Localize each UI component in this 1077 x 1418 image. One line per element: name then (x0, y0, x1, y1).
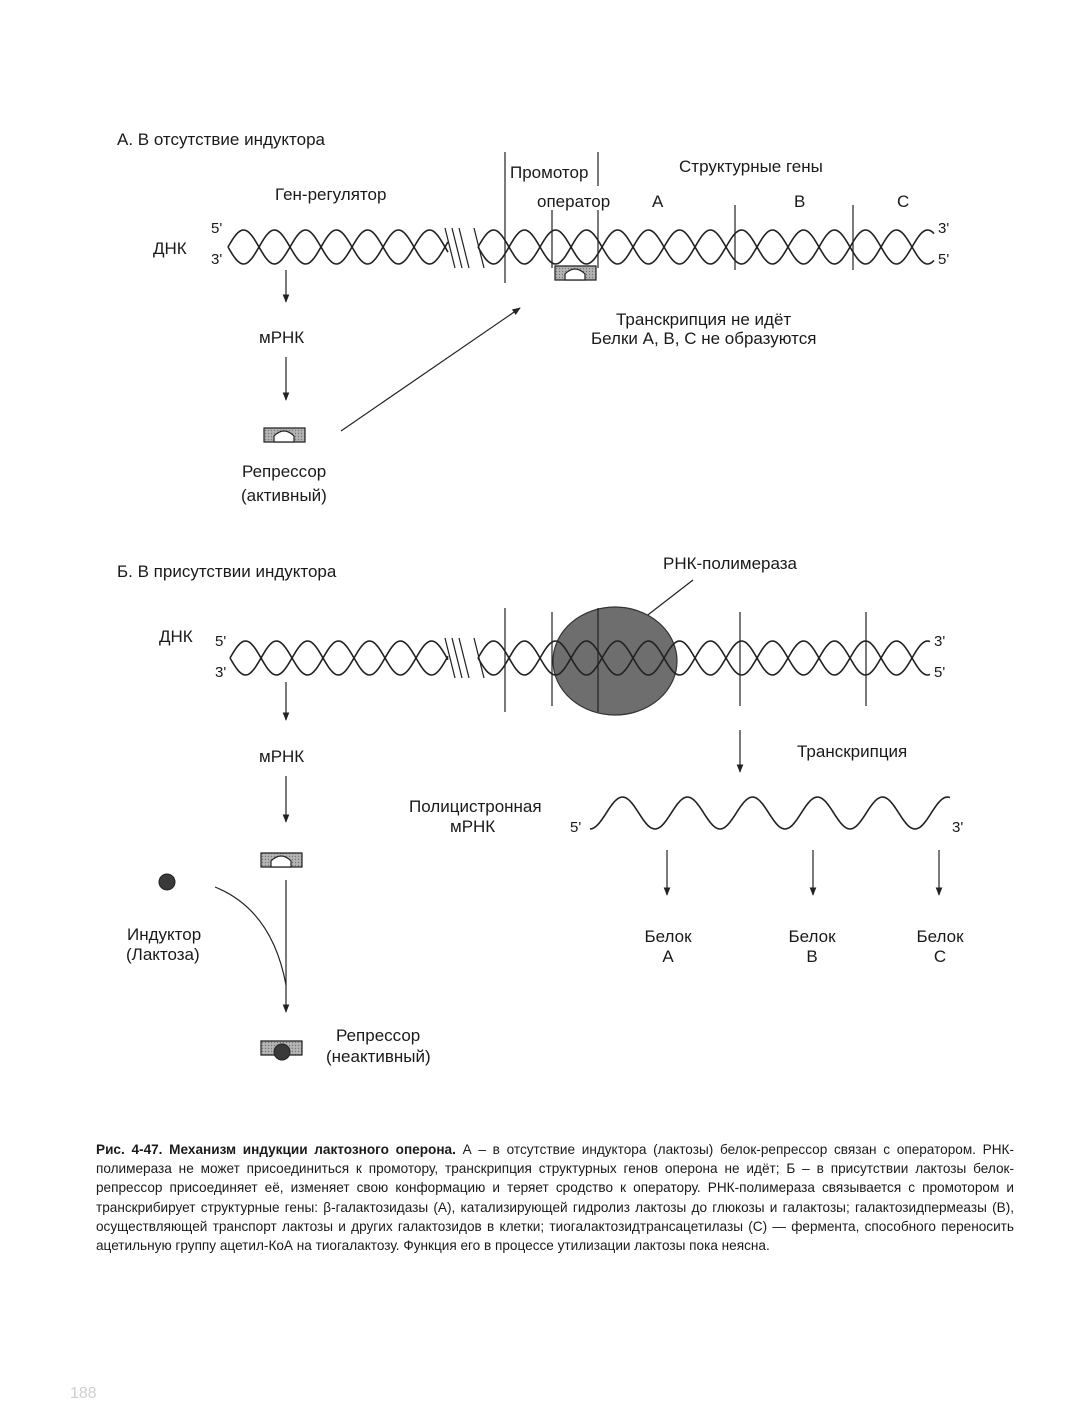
end-3-right-b: 3' (934, 633, 945, 650)
page-number: 188 (70, 1385, 97, 1402)
gene-b-label: B (794, 192, 805, 211)
end-5-left-b: 5' (215, 633, 226, 650)
section-b-dna (229, 637, 931, 679)
dna-label-b: ДНК (159, 627, 193, 646)
section-b-title: Б. В присутствии индуктора (117, 562, 337, 581)
end-5-right-a: 5' (938, 251, 949, 268)
dna-strand-b-right-top (477, 640, 931, 676)
repressor-label-a: Репрессор (242, 462, 326, 481)
transcription-label: Транскрипция (797, 742, 907, 761)
end-5-left-a: 5' (211, 220, 222, 237)
dna-strand-b-right-bottom (477, 640, 931, 676)
arrow-to-polymerase (639, 579, 694, 622)
dna-strand-a-right-bottom (477, 229, 935, 265)
section-a-boundaries (504, 152, 854, 283)
end-3-left-a: 3' (211, 251, 222, 268)
dna-strand-b-top (229, 640, 449, 676)
repressor-label-b: Репрессор (336, 1026, 420, 1045)
promoter-label: Промотор (510, 163, 588, 182)
dna-strand-a-right-top (477, 229, 935, 265)
protein-b-letter: B (806, 947, 817, 966)
rna-polymerase-label: РНК-полимераза (663, 554, 798, 573)
mrna-label-b: мРНК (259, 747, 304, 766)
mrna-3-end: 3' (952, 819, 963, 836)
gene-regulator-label: Ген-регулятор (275, 185, 386, 204)
protein-c-letter: C (934, 947, 946, 966)
repressor-on-operator (554, 265, 597, 281)
structural-genes-label: Структурные гены (679, 157, 823, 176)
gene-a-label: A (652, 192, 664, 211)
inducer-dot-icon (158, 873, 176, 891)
polycistronic-mrna-wave (589, 796, 951, 830)
polycistronic-label-line2: мРНК (450, 817, 495, 836)
caption-title: Рис. 4-47. Механизм индукции лактозного … (96, 1142, 456, 1157)
end-3-right-a: 3' (938, 220, 949, 237)
inducer-binding-curve (214, 886, 287, 986)
inducer-sublabel: (Лактоза) (126, 945, 200, 964)
dna-strand-b-bottom (229, 640, 449, 676)
end-5-right-b: 5' (934, 664, 945, 681)
no-transcription-line2: Белки А, В, С не образуются (591, 329, 816, 348)
repressor-state-a: (активный) (241, 486, 327, 505)
end-3-left-b: 3' (215, 664, 226, 681)
mrna-label-a: мРНК (259, 328, 304, 347)
rna-polymerase-blob (552, 606, 678, 716)
dna-label-a: ДНК (153, 239, 187, 258)
repressor-active-icon (263, 427, 306, 443)
arrow-repressor-to-operator (340, 307, 521, 432)
figure-caption: Рис. 4-47. Механизм индукции лактозного … (96, 1140, 1014, 1255)
no-transcription-line1: Транскрипция не идёт (616, 310, 791, 329)
repressor-free-icon (260, 852, 303, 868)
inducer-label: Индуктор (127, 925, 201, 944)
caption-text: А – в отсутствие индуктора (лактозы) бел… (96, 1142, 1014, 1254)
protein-c-label: Белок (916, 927, 964, 946)
lac-operon-diagram: А. В отсутствие индуктора Промотор Струк… (117, 130, 964, 1066)
protein-a-label: Белок (644, 927, 692, 946)
section-a-dna (227, 227, 935, 269)
operator-label: оператор (537, 192, 610, 211)
gene-c-label: C (897, 192, 909, 211)
section-a-title: А. В отсутствие индуктора (117, 130, 326, 149)
mrna-5-end: 5' (570, 819, 581, 836)
polycistronic-label-line1: Полицистронная (409, 797, 542, 816)
protein-a-letter: A (662, 947, 674, 966)
section-b-boundaries (504, 608, 867, 712)
dna-strand-a-top (227, 229, 449, 265)
repressor-inactive-icon (260, 1040, 303, 1061)
repressor-state-b: (неактивный) (326, 1047, 431, 1066)
protein-b-label: Белок (788, 927, 836, 946)
dna-strand-a-bottom (227, 229, 449, 265)
